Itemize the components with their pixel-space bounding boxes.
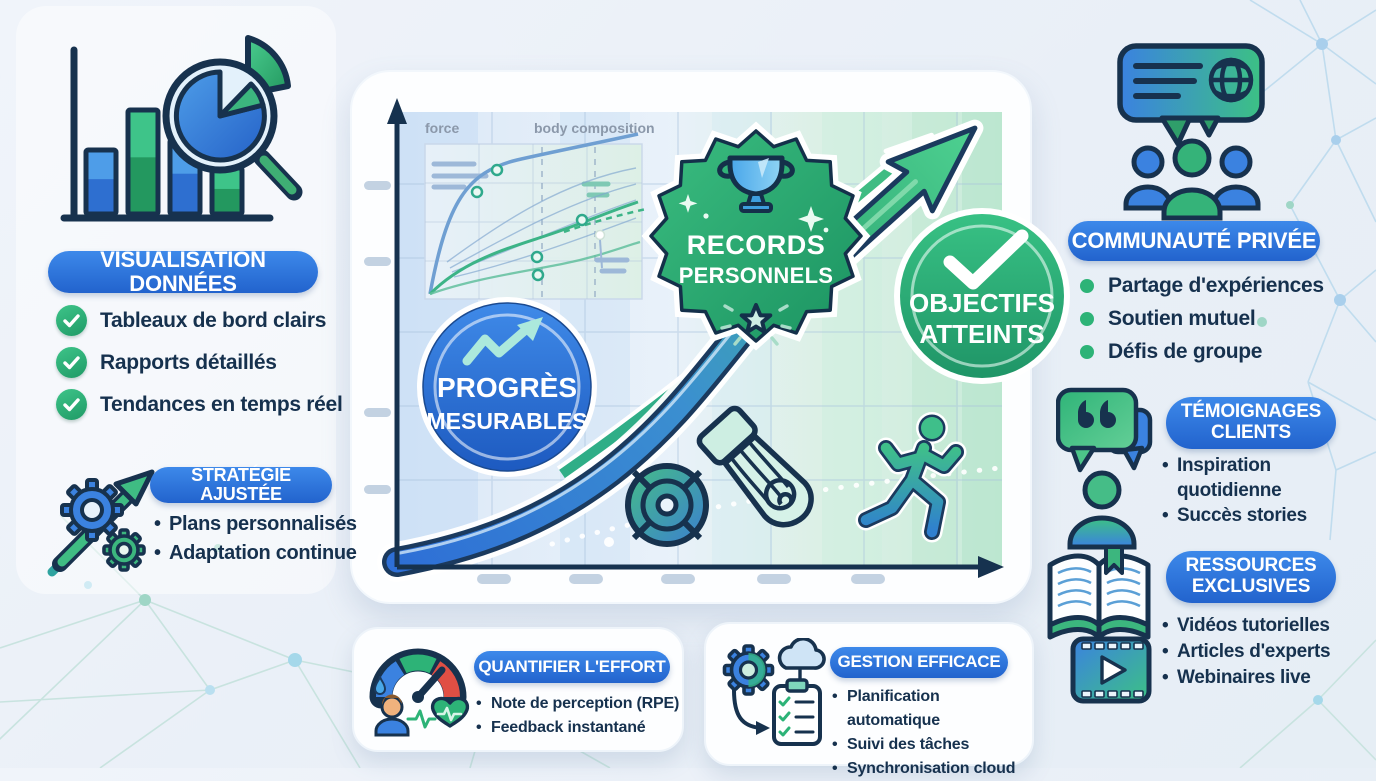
ressources-line2: EXCLUSIVES xyxy=(1191,576,1311,597)
list-item-label: Tableaux de bord clairs xyxy=(100,308,327,332)
records-line2: PERSONNELS xyxy=(679,263,834,288)
force-axis-label: force xyxy=(425,120,459,136)
list-item: Suivi des tâches xyxy=(832,733,1032,757)
temoignages-clients-pill: TÉMOIGNAGES CLIENTS xyxy=(1166,397,1336,449)
ressources-exclusives-pill: RESSOURCES EXCLUSIVES xyxy=(1166,551,1336,603)
resources-list: Vidéos tutorielles Articles d'experts We… xyxy=(1162,613,1331,691)
book-icon xyxy=(1047,545,1151,640)
ressources-line1: RESSOURCES xyxy=(1185,555,1317,577)
resistance-band-icon xyxy=(696,405,814,528)
community-list: Partage d'expériences Soutien mutuel Déf… xyxy=(1080,274,1324,364)
list-item: Rapports détaillés xyxy=(56,347,342,378)
progress-chart: force body composition xyxy=(364,98,1070,584)
sparkle-icons xyxy=(678,194,829,233)
objectifs-line1: OBJECTIFS xyxy=(909,288,1055,318)
list-item-label: Soutien mutuel xyxy=(1108,307,1256,330)
mini-chart: force body composition xyxy=(424,120,655,300)
list-item: Note de perception (RPE) xyxy=(476,692,679,716)
list-item: Webinaires live xyxy=(1162,665,1330,691)
bullet-dot-icon xyxy=(1080,312,1094,326)
group-members xyxy=(1123,138,1261,221)
globe-icon xyxy=(1208,57,1254,103)
bullet-dot-icon xyxy=(1080,345,1094,359)
effort-list: Note de perception (RPE) Feedback instan… xyxy=(476,692,679,740)
communaute-privee-pill: COMMUNAUTÉ PRIVÉE xyxy=(1068,221,1320,261)
list-item-label: Partage d'expériences xyxy=(1108,274,1324,297)
list-item: Feedback instantané xyxy=(476,716,679,740)
objectifs-line2: ATTEINTS xyxy=(919,319,1044,349)
list-item: Tableaux de bord clairs xyxy=(56,305,342,336)
visualisation-list: Tableaux de bord clairs Rapports détaill… xyxy=(56,305,343,420)
trend-arrow-icon xyxy=(462,317,543,366)
progres-line2: MESURABLES xyxy=(426,408,587,434)
trophy-icon xyxy=(717,155,795,213)
list-item: Synchronisation cloud xyxy=(832,757,1032,781)
list-item: Inspiration quotidienne xyxy=(1162,453,1334,503)
list-item-label: Rapports détaillés xyxy=(100,350,277,374)
runner-icon xyxy=(855,412,967,543)
strategie-ajustee-pill: STRATÉGIE AJUSTÉE xyxy=(150,464,332,504)
temoignages-line2: CLIENTS xyxy=(1211,422,1291,443)
gestion-efficace-label: GESTION EFFICACE xyxy=(837,652,1001,672)
progres-line1: PROGRÈS xyxy=(437,372,577,403)
quote-icon xyxy=(1078,400,1116,428)
list-item: Succès stories xyxy=(1162,503,1334,528)
list-item: Planification automatique xyxy=(832,685,1032,733)
testimonials-list: Inspiration quotidienne Succès stories xyxy=(1162,453,1334,528)
check-icon xyxy=(56,305,87,336)
progress-chart-card: force body composition xyxy=(350,70,1070,604)
axes xyxy=(364,98,1004,584)
quantifier-effort-card: QUANTIFIER L'EFFORT Note de perception (… xyxy=(352,627,684,752)
list-item-label: Défis de groupe xyxy=(1108,340,1263,363)
objectifs-atteints-badge: OBJECTIFS ATTEINTS xyxy=(894,208,1070,384)
records-line1: RECORDS xyxy=(687,230,826,260)
community-icon xyxy=(1117,43,1265,221)
list-item: Soutien mutuel xyxy=(1080,307,1324,331)
checkmark-icon xyxy=(943,229,1029,290)
progres-mesurables-badge: PROGRÈS MESURABLES xyxy=(417,297,597,477)
testimonials-icon xyxy=(1056,387,1153,550)
strategy-gears-icon xyxy=(47,469,155,577)
body-composition-label: body composition xyxy=(534,120,655,136)
list-item-label: Tendances en temps réel xyxy=(100,392,343,416)
weight-plate-icon xyxy=(625,463,709,547)
play-icon xyxy=(1100,655,1127,685)
list-item: Articles d'experts xyxy=(1162,639,1331,665)
data-analysis-icon xyxy=(60,35,303,222)
check-icon xyxy=(56,347,87,378)
quantifier-effort-label: QUANTIFIER L'EFFORT xyxy=(478,656,666,676)
check-icon xyxy=(56,389,87,420)
video-player-icon xyxy=(1070,636,1152,704)
bullet-dot-icon xyxy=(1080,279,1094,293)
records-personnels-badge: RECORDS PERSONNELS xyxy=(641,121,871,351)
visualisation-donnees-label: VISUALISATION DONNÉES xyxy=(100,247,266,296)
visualisation-donnees-pill: VISUALISATION DONNÉES xyxy=(48,247,318,296)
strategie-ajustee-label: STRATÉGIE AJUSTÉE xyxy=(191,464,291,504)
temoignages-line1: TÉMOIGNAGES xyxy=(1180,401,1322,423)
list-item: Défis de groupe xyxy=(1080,340,1324,364)
communaute-privee-label: COMMUNAUTÉ PRIVÉE xyxy=(1071,228,1317,254)
list-item: Plans personnalisés xyxy=(154,510,357,539)
gestion-efficace-pill: GESTION EFFICACE xyxy=(830,647,1008,678)
strategy-list: Plans personnalisés Adaptation continue xyxy=(154,510,357,568)
quantifier-effort-pill: QUANTIFIER L'EFFORT xyxy=(474,651,670,683)
list-item: Adaptation continue xyxy=(154,539,357,568)
list-item: Vidéos tutorielles xyxy=(1162,613,1330,639)
list-item: Tendances en temps réel xyxy=(56,389,343,420)
list-item: Partage d'expériences xyxy=(1080,274,1324,298)
effort-gauge-icon xyxy=(369,648,470,737)
star-icon xyxy=(720,303,792,346)
gestion-list: Planification automatique Suivi des tâch… xyxy=(832,685,1032,781)
gestion-efficace-card: GESTION EFFICACE Planification automatiq… xyxy=(704,622,1034,781)
automation-icon xyxy=(722,638,826,746)
